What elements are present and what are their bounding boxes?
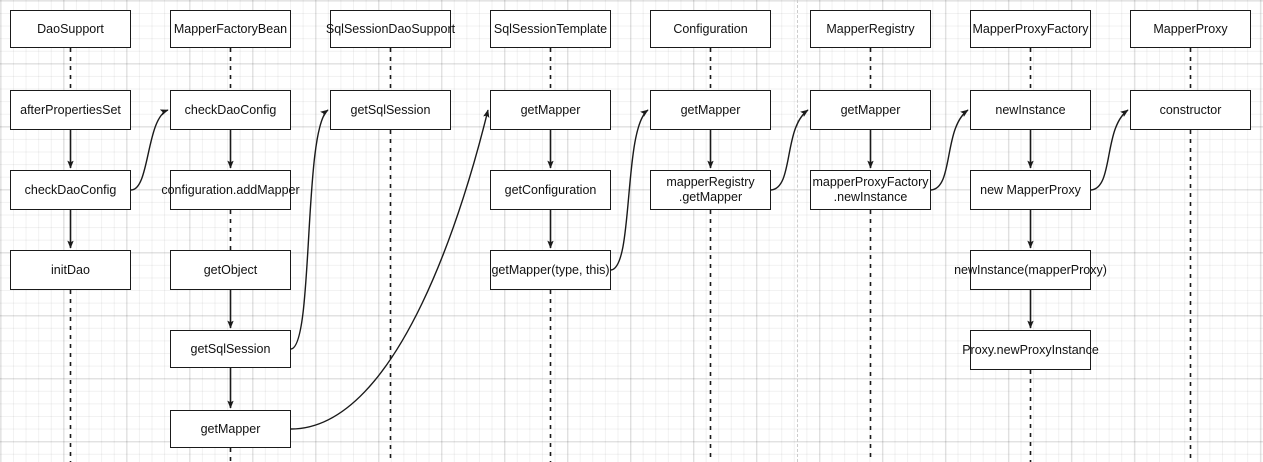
node-label: getMapper(type, this): [491, 262, 610, 277]
node-n1-4[interactable]: getMapper: [170, 410, 291, 448]
node-n6-0[interactable]: newInstance: [970, 90, 1091, 130]
edge-n0-1-to-n1-0: [130, 109, 169, 191]
node-label: MapperProxyFactory: [972, 21, 1089, 36]
node-label: newInstance(mapperProxy): [954, 262, 1107, 277]
node-n3-0[interactable]: getMapper: [490, 90, 611, 130]
node-n7-0[interactable]: constructor: [1130, 90, 1251, 130]
node-label: checkDaoConfig: [24, 182, 117, 197]
node-label: MapperRegistry: [826, 21, 915, 36]
node-n1-1[interactable]: configuration.addMapper: [161, 170, 300, 210]
node-label: Proxy.newProxyInstance: [962, 342, 1099, 357]
node-n6-1[interactable]: new MapperProxy: [970, 170, 1091, 210]
edge-n4-1-to-n5-0: [770, 109, 809, 191]
lane-header-SqlSessionTemplate[interactable]: SqlSessionTemplate: [490, 10, 611, 48]
node-n2-0[interactable]: getSqlSession: [330, 90, 451, 130]
node-label: afterPropertiesSet: [20, 102, 121, 117]
edge-n5-1-to-n6-0: [930, 109, 969, 191]
lane-header-DaoSupport[interactable]: DaoSupport: [10, 10, 131, 48]
node-label: SqlSessionTemplate: [493, 21, 608, 36]
node-label: initDao: [51, 262, 90, 277]
node-n1-3[interactable]: getSqlSession: [170, 330, 291, 368]
node-label: SqlSessionDaoSupport: [325, 21, 456, 36]
node-n1-0[interactable]: checkDaoConfig: [170, 90, 291, 130]
lane-header-MapperFactoryBean[interactable]: MapperFactoryBean: [170, 10, 291, 48]
node-label: getMapper: [840, 102, 901, 117]
node-label: MapperFactoryBean: [173, 21, 288, 36]
vertical-edges-group: [67, 130, 1034, 409]
node-label: getConfiguration: [504, 182, 597, 197]
node-n3-2[interactable]: getMapper(type, this): [490, 250, 611, 290]
node-label: getSqlSession: [190, 341, 271, 356]
node-n0-0[interactable]: afterPropertiesSet: [10, 90, 131, 130]
node-label: mapperProxyFactory.newInstance: [812, 175, 929, 204]
lane-header-MapperProxyFactory[interactable]: MapperProxyFactory: [970, 10, 1091, 48]
node-label: MapperProxy: [1153, 21, 1228, 36]
node-n0-2[interactable]: initDao: [10, 250, 131, 290]
node-n3-1[interactable]: getConfiguration: [490, 170, 611, 210]
lane-header-SqlSessionDaoSupport[interactable]: SqlSessionDaoSupport: [326, 10, 455, 48]
edge-n1-4-to-n3-0: [290, 109, 490, 430]
node-n1-2[interactable]: getObject: [170, 250, 291, 290]
node-label: mapperRegistry.getMapper: [666, 175, 755, 204]
node-label: newInstance: [995, 102, 1066, 117]
node-n5-1[interactable]: mapperProxyFactory.newInstance: [810, 170, 931, 210]
node-n0-1[interactable]: checkDaoConfig: [10, 170, 131, 210]
node-label: configuration.addMapper: [161, 182, 300, 197]
node-n6-2[interactable]: newInstance(mapperProxy): [954, 250, 1107, 290]
node-label: Configuration: [673, 21, 748, 36]
lane-header-Configuration[interactable]: Configuration: [650, 10, 771, 48]
lane-header-MapperRegistry[interactable]: MapperRegistry: [810, 10, 931, 48]
node-label: constructor: [1159, 102, 1222, 117]
node-label: getMapper: [520, 102, 581, 117]
node-label: checkDaoConfig: [184, 102, 277, 117]
node-n4-0[interactable]: getMapper: [650, 90, 771, 130]
node-label: new MapperProxy: [980, 182, 1081, 197]
node-n5-0[interactable]: getMapper: [810, 90, 931, 130]
curved-edges-group: [130, 109, 1129, 430]
lane-header-MapperProxy[interactable]: MapperProxy: [1130, 10, 1251, 48]
node-label: getObject: [203, 262, 258, 277]
page-break-guide: [797, 0, 798, 462]
node-label: getMapper: [680, 102, 741, 117]
node-n6-3[interactable]: Proxy.newProxyInstance: [962, 330, 1099, 370]
node-n4-1[interactable]: mapperRegistry.getMapper: [650, 170, 771, 210]
edge-n1-3-to-n2-0: [290, 109, 329, 350]
node-label: getMapper: [200, 421, 261, 436]
edge-n6-1-to-n7-0: [1090, 109, 1129, 191]
edge-n3-2-to-n4-0: [610, 109, 649, 271]
node-label: getSqlSession: [350, 102, 431, 117]
lifelines-group: [69, 48, 1192, 462]
node-label: DaoSupport: [37, 21, 104, 36]
